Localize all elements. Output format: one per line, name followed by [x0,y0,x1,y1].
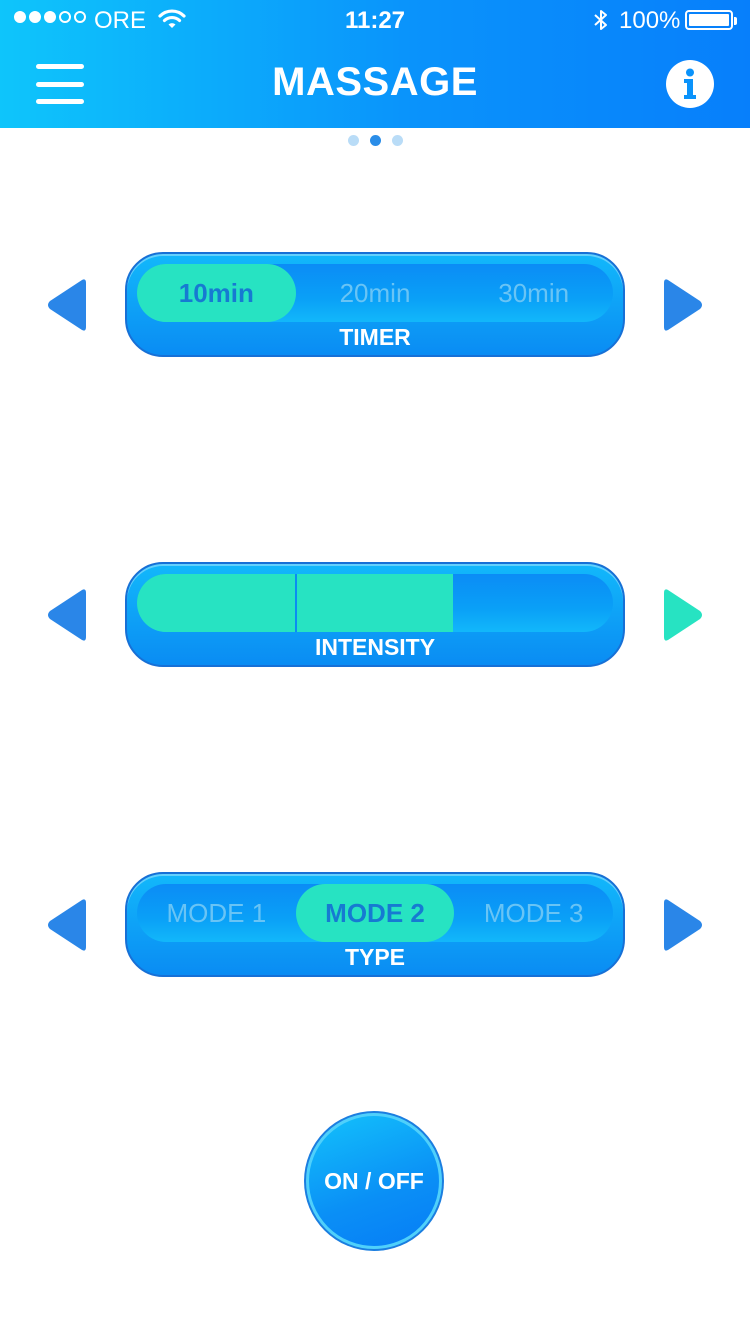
battery-percent: 100% [619,7,681,34]
type-control: MODE 1 MODE 2 MODE 3 TYPE [125,872,625,977]
type-next-button[interactable] [664,897,704,953]
timer-selector: 10min 20min 30min [137,264,613,322]
app-header: ORE 11:27 100% MASSAGE [0,0,750,128]
timer-control: 10min 20min 30min TIMER [125,252,625,357]
power-button[interactable]: ON / OFF [304,1111,444,1251]
intensity-block [137,574,295,632]
clock: 11:27 [344,7,406,34]
power-button-label: ON / OFF [324,1167,424,1194]
intensity-control: INTENSITY [125,562,625,667]
intensity-block [295,574,453,632]
wifi-icon [158,8,186,37]
type-selector: MODE 1 MODE 2 MODE 3 [137,884,613,942]
intensity-level [137,574,453,632]
info-icon [684,68,696,99]
status-bar: ORE 11:27 100% [0,0,750,40]
timer-label: TIMER [339,324,411,350]
triangle-left-icon [48,899,86,951]
page-indicator [0,135,750,146]
page-dot[interactable] [369,135,381,146]
page-dot[interactable] [347,135,359,146]
triangle-right-icon [664,589,702,641]
battery-icon [685,10,737,30]
timer-option-2[interactable]: 20min [339,277,411,308]
menu-button[interactable] [36,64,84,104]
intensity-decrease-button[interactable] [46,587,86,643]
bluetooth-icon [592,8,610,39]
type-prev-button[interactable] [46,897,86,953]
triangle-left-icon [48,279,86,331]
page-title: MASSAGE [272,60,478,104]
triangle-left-icon [48,589,86,641]
type-option-2[interactable]: MODE 2 [295,884,455,942]
triangle-right-icon [664,899,702,951]
page-dot[interactable] [391,135,403,146]
timer-option-1[interactable]: 10min [137,264,296,322]
intensity-slider[interactable] [137,574,613,632]
hamburger-icon [36,64,84,69]
triangle-right-icon [664,279,702,331]
intensity-increase-button[interactable] [664,587,704,643]
intensity-label: INTENSITY [314,634,436,660]
timer-option-3[interactable]: 30min [498,277,570,308]
timer-next-button[interactable] [664,277,704,333]
timer-prev-button[interactable] [46,277,86,333]
signal-strength-icon [14,11,86,23]
type-option-1[interactable]: MODE 1 [166,897,267,928]
info-button[interactable] [666,60,714,108]
type-label: TYPE [344,944,406,970]
type-option-3[interactable]: MODE 3 [483,897,584,928]
carrier-name: ORE [94,7,147,34]
